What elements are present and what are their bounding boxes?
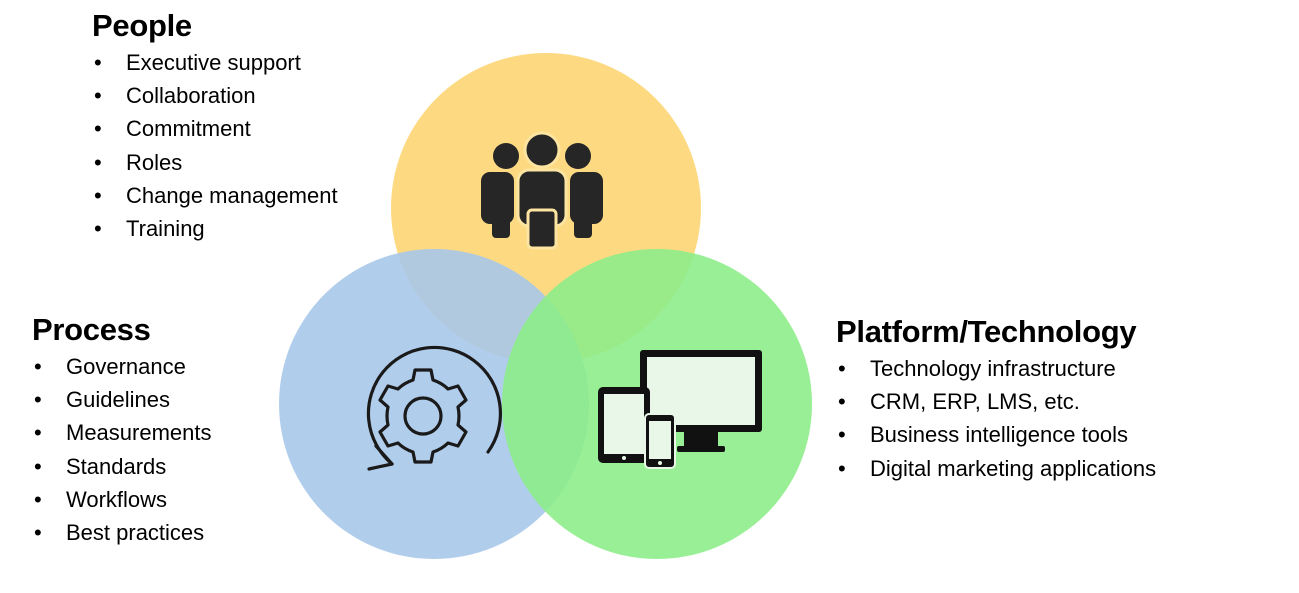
group-of-people-icon — [481, 131, 603, 250]
gear-cycle-icon — [366, 345, 503, 471]
list-item: Roles — [92, 146, 338, 179]
list-item: Digital marketing applications — [836, 452, 1186, 485]
people-title: People — [92, 8, 192, 43]
people-group: People Executive support Collaboration C… — [92, 8, 338, 245]
list-item: Change management — [92, 179, 338, 212]
people-list: Executive support Collaboration Commitme… — [92, 46, 338, 245]
list-item: Training — [92, 212, 338, 245]
list-item: CRM, ERP, LMS, etc. — [836, 385, 1186, 418]
platform-list: Technology infrastructure CRM, ERP, LMS,… — [836, 352, 1186, 485]
list-item: Executive support — [92, 46, 338, 79]
platform-title: Platform/Technology — [836, 314, 1137, 349]
list-item: Workflows — [32, 483, 212, 516]
list-item: Measurements — [32, 416, 212, 449]
process-group: Process Governance Guidelines Measuremen… — [32, 312, 212, 549]
list-item: Commitment — [92, 112, 338, 145]
process-circle — [279, 249, 589, 559]
platform-group: Platform/Technology Technology infrastru… — [836, 314, 1186, 485]
list-item: Governance — [32, 350, 212, 383]
list-item: Standards — [32, 450, 212, 483]
list-item: Best practices — [32, 516, 212, 549]
process-list: Governance Guidelines Measurements Stand… — [32, 350, 212, 549]
list-item: Business intelligence tools — [836, 418, 1186, 451]
process-title: Process — [32, 312, 151, 347]
list-item: Guidelines — [32, 383, 212, 416]
devices-icon — [598, 350, 762, 469]
list-item: Collaboration — [92, 79, 338, 112]
list-item: Technology infrastructure — [836, 352, 1186, 385]
